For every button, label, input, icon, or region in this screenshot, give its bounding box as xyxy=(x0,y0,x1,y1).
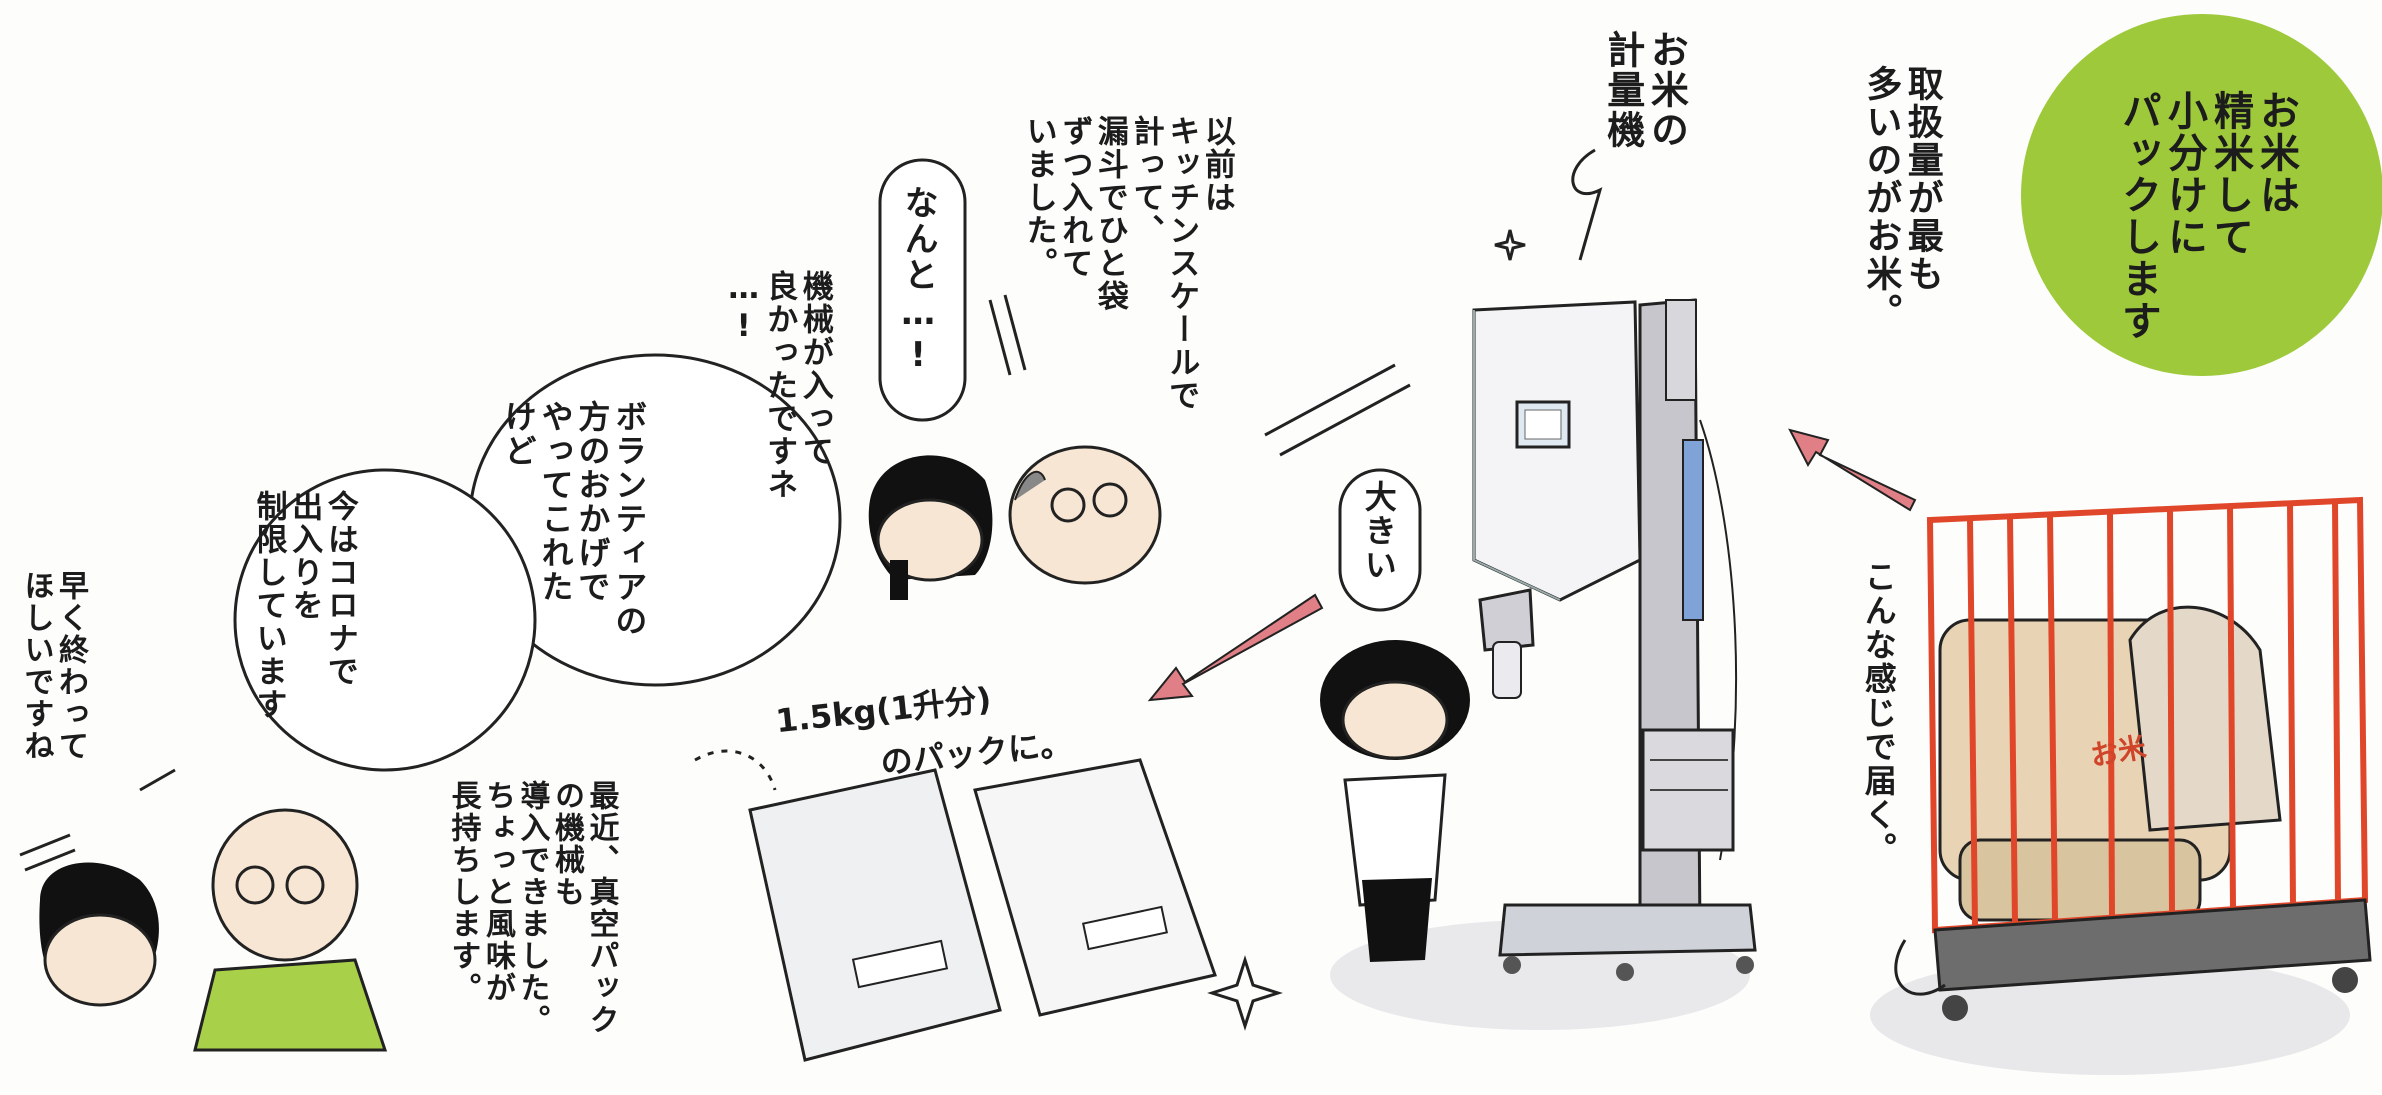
weigher-label: お米の 計量機 xyxy=(1600,30,1689,150)
pointer-line xyxy=(694,749,777,791)
elderly-man-green-shirt xyxy=(193,808,388,1052)
rice-pack-vacuum xyxy=(748,768,1002,1062)
cart-caption: こんな感じで届く。 xyxy=(1859,560,1898,866)
headline-text: お米は 精米して 小分けに パックします xyxy=(2115,90,2299,342)
rice-weighing-machine xyxy=(1472,298,1757,981)
speech-bubble xyxy=(1338,468,1422,612)
headline-circle xyxy=(2021,14,2382,376)
machine-reaction: 大きい xyxy=(1359,480,1398,582)
rice-delivery-cart xyxy=(1926,496,2372,1021)
hope-end-text: 早く終わって ほしいですね xyxy=(18,570,89,762)
speech-bubble xyxy=(233,468,537,772)
covid-bubble-text: 今はコロナで 出入りを 制限しています xyxy=(250,490,358,721)
elderly-man xyxy=(1008,445,1162,585)
sparkle-icon xyxy=(1207,229,1526,1031)
pointer-line xyxy=(1571,148,1603,261)
pointer-line xyxy=(1894,939,1946,996)
vacuum-note: 最近、真空パック の機械も 導入できました。 ちょっと風味が 長持ちします。 xyxy=(445,780,619,1036)
staff-woman-small xyxy=(39,862,159,1007)
speech-bubble xyxy=(878,158,967,422)
surprise-bubble-text: なんと…! xyxy=(898,185,939,377)
staff-woman xyxy=(868,455,993,600)
rice-pack xyxy=(973,758,1217,1017)
motion-lines xyxy=(19,294,1411,872)
machine-good-text: 機械が入って 良かったですネ …! xyxy=(725,270,833,501)
volunteer-bubble-text: ボランティアの 方のおかげで やってこれた けど xyxy=(499,400,649,638)
arrow-icon xyxy=(1147,428,1917,702)
staff-woman-standing xyxy=(1320,640,1470,962)
past-method: 以前は キッチンスケールで 計って、 漏斗でひと袋 ずつ入れて いました。 xyxy=(1020,115,1235,412)
rice-note: 取扱量が最も 多いのがお米。 xyxy=(1860,65,1943,331)
